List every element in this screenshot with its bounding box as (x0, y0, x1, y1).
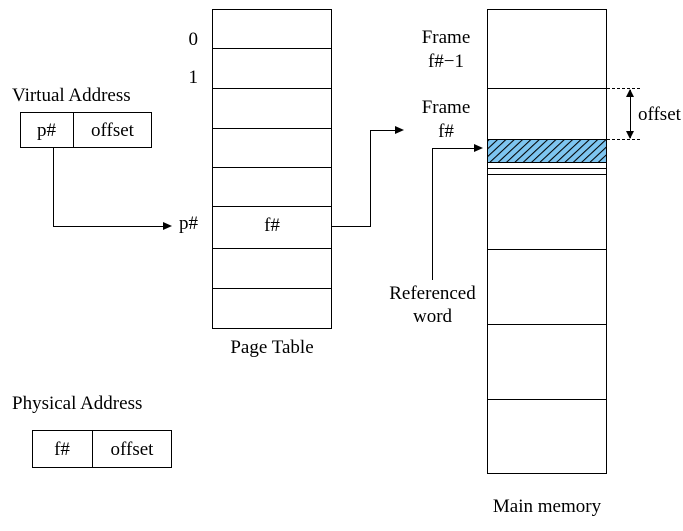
main-memory-frame-divider (487, 324, 607, 325)
virtual-address-page-number-field: p# (37, 120, 56, 141)
offset-bracket-up-arrowhead-icon (626, 89, 634, 97)
memory-frame-label-fnum-line1: Frame (421, 97, 471, 118)
pagetable-to-memory-vertical-line (370, 130, 371, 226)
main-memory (487, 9, 607, 474)
referenced-word-horizontal-line (432, 148, 474, 149)
memory-frame-label-fnum: Frame f# (404, 98, 488, 142)
main-memory-caption: Main memory (492, 496, 602, 517)
virtual-address-caption: Virtual Address (12, 85, 131, 106)
offset-bracket-vertical-line (630, 90, 631, 138)
page-table-index-0-label: 0 (188, 29, 199, 50)
page-table-row-divider (212, 88, 332, 89)
offset-bracket-top-dashed-line (607, 88, 640, 89)
page-table-row-divider (212, 167, 332, 168)
pagetable-to-memory-arrowhead-icon (395, 125, 404, 134)
physical-address-divider (92, 430, 93, 468)
memory-frame-label-fnum-minus-1: Frame f#−1 (404, 28, 488, 72)
physical-address-caption: Physical Address (12, 393, 143, 414)
page-table-index-1-label: 1 (188, 67, 199, 88)
page-table-caption: Page Table (230, 337, 314, 358)
virtual-address-divider (73, 112, 74, 148)
physical-address-offset-field: offset (110, 439, 154, 460)
offset-bracket-label: offset (638, 104, 681, 125)
pagetable-to-memory-horizontal-line-2 (370, 130, 397, 131)
hatch-pattern-icon (488, 140, 606, 162)
page-table-row-divider (212, 206, 332, 207)
memory-frame-label-fnum-minus-1-line2: f#−1 (427, 50, 465, 72)
physical-address-box (32, 430, 172, 468)
vaddr-to-pagetable-horizontal-line (53, 226, 165, 227)
page-table-index-pnum-label: p# (179, 213, 198, 234)
memory-frame-label-fnum-minus-1-line1: Frame (421, 27, 471, 48)
pagetable-to-memory-horizontal-line-1 (332, 226, 371, 227)
vaddr-to-pagetable-arrowhead-icon (163, 221, 172, 230)
page-table-row-divider (212, 248, 332, 249)
referenced-word-vertical-line (432, 148, 433, 280)
referenced-word-label-line1: Referenced (389, 283, 476, 304)
main-memory-frame-divider (487, 249, 607, 250)
virtual-address-offset-field: offset (91, 120, 134, 141)
main-memory-frame-divider (487, 399, 607, 400)
vaddr-to-pagetable-vertical-line (53, 148, 54, 226)
offset-bracket-bottom-dashed-line (607, 139, 640, 140)
main-memory-frame-divider (487, 88, 607, 89)
page-table (212, 9, 332, 329)
memory-frame-label-fnum-line2: f# (438, 120, 454, 142)
referenced-word-arrowhead-icon (474, 143, 483, 152)
main-memory-frame-divider (487, 174, 607, 175)
main-memory-frame-divider (487, 168, 607, 169)
physical-address-frame-number-field: f# (54, 439, 70, 460)
page-table-row-divider (212, 288, 332, 289)
referenced-word-label-line2: word (412, 305, 453, 327)
referenced-word-label: Referenced word (375, 284, 490, 327)
referenced-word-cell (487, 139, 607, 163)
offset-bracket-down-arrowhead-icon (626, 131, 634, 139)
page-table-row-divider (212, 48, 332, 49)
virtual-address-box (20, 112, 152, 148)
page-table-row: f# (264, 215, 280, 236)
page-table-row-divider (212, 128, 332, 129)
